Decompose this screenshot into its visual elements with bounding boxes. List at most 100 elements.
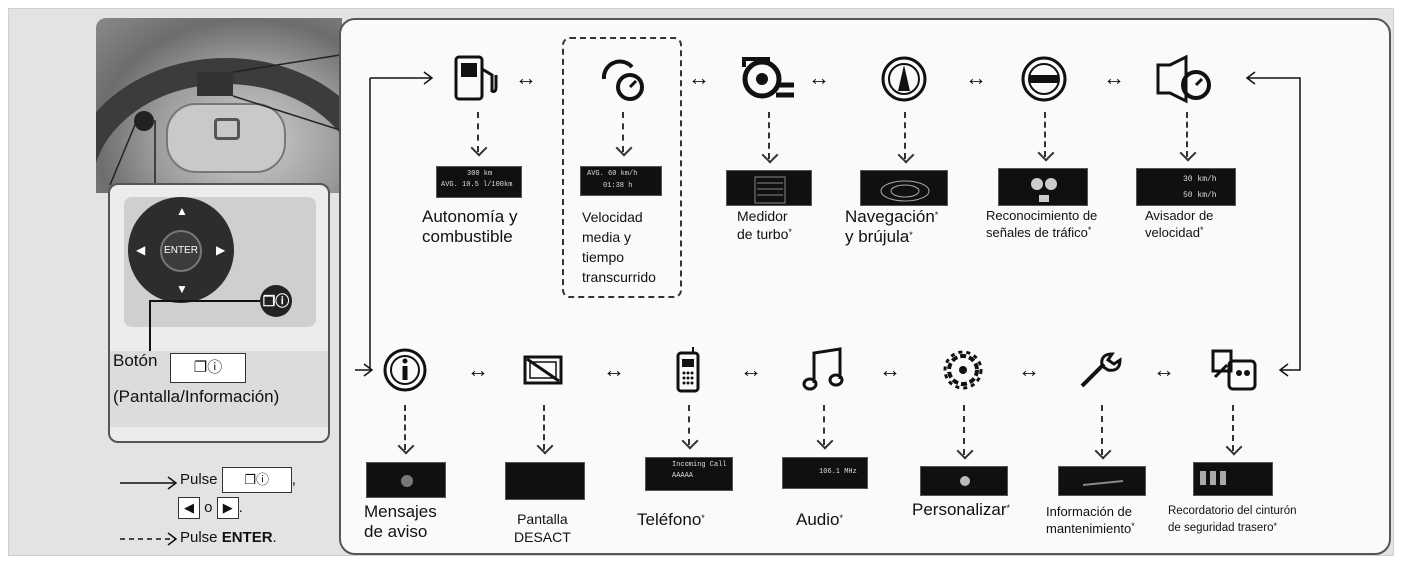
- bidirectional-arrow: ↔: [965, 65, 987, 90]
- display-info-button[interactable]: ❐ⓘ: [260, 285, 292, 317]
- enter-dashed-arrow: [477, 112, 479, 152]
- left-arrow-icon: ◀: [178, 497, 200, 519]
- wheel-button-highlight: [134, 111, 154, 131]
- asterisk: *: [1087, 225, 1092, 235]
- right-arrow-icon: ▶: [216, 497, 239, 519]
- label-rear-belt: Recordatorio del cinturón de seguridad t…: [1168, 503, 1297, 537]
- label-warnings: Mensajes de aviso: [364, 502, 437, 542]
- label-navigation: Navegación* y brújula*: [845, 207, 938, 247]
- legend-arrows-row: ◀ o ▶.: [178, 497, 243, 519]
- label-range-fuel: Autonomía y combustible: [422, 207, 517, 247]
- label-line: Audio: [796, 510, 840, 529]
- enter-button[interactable]: ENTER: [160, 230, 202, 272]
- asterisk: *: [788, 227, 792, 237]
- asterisk: *: [839, 513, 843, 523]
- enter-dashed-arrow: [768, 112, 770, 159]
- display-info-icon: ❐ⓘ: [170, 353, 246, 383]
- label-line: Autonomía y: [422, 207, 518, 226]
- label-speed-warning: Avisador de velocidad*: [1145, 207, 1213, 241]
- legend-enter-bold: ENTER: [221, 529, 273, 546]
- compass-display: [880, 180, 930, 202]
- label-line: de seguridad trasero: [1168, 522, 1274, 534]
- asterisk: *: [1273, 521, 1277, 531]
- screen-audio-frequency: 106.1 MHz: [819, 468, 857, 476]
- screen-phone: Incoming Call AAAAA: [645, 457, 733, 491]
- label-maintenance: Información de mantenimiento*: [1046, 503, 1135, 537]
- screen-speed-limit-1: 30 km/h: [1183, 175, 1217, 184]
- label-line: DESACT: [514, 529, 571, 545]
- button-caption: Botón ❐ⓘ (Pantalla/Información): [110, 351, 328, 427]
- label-line: Velocidad: [582, 209, 643, 225]
- bidirectional-arrow: ↔: [740, 357, 762, 382]
- label-line: Teléfono: [637, 510, 702, 529]
- label-line: Personalizar: [912, 500, 1007, 519]
- compass-icon: [881, 56, 927, 102]
- enter-dashed-arrow: [622, 112, 624, 152]
- enter-dashed-arrow: [1186, 112, 1188, 157]
- screen-audio: 106.1 MHz: [782, 457, 868, 489]
- label-traffic-signs: Reconocimiento de señales de tráfico*: [986, 207, 1097, 241]
- label-line: y brújula: [845, 227, 910, 246]
- label-line: Navegación: [845, 207, 935, 226]
- label-line: Recordatorio del cinturón: [1168, 505, 1297, 517]
- screen-avg-speed-value: AVG. 60 km/h: [587, 170, 638, 178]
- label-line: Pantalla: [517, 511, 568, 527]
- screen-maintenance: [1058, 466, 1146, 496]
- speed-timer-icon: [601, 59, 644, 101]
- screen-navigation: [860, 170, 948, 206]
- wrench-icon: [1080, 352, 1122, 388]
- enter-dashed-arrow: [543, 405, 545, 450]
- screen-warnings: [366, 462, 446, 498]
- enter-dashed-arrow: [1044, 112, 1046, 157]
- fuel-pump-icon: [454, 55, 498, 101]
- down-arrow-icon[interactable]: ▼: [176, 282, 188, 296]
- left-arrow-icon[interactable]: ◀: [136, 243, 146, 257]
- label-line: de aviso: [364, 522, 428, 541]
- label-line: velocidad: [1145, 225, 1200, 240]
- label-line: combustible: [422, 227, 513, 246]
- bidirectional-arrow: ↔: [515, 65, 537, 90]
- button-caption-label: Botón: [113, 351, 158, 370]
- speed-alert-icon: [1156, 54, 1211, 104]
- rear-seatbelt-icon: [1211, 349, 1257, 391]
- up-arrow-icon[interactable]: ▲: [176, 204, 188, 218]
- label-line: media y: [582, 229, 632, 245]
- screen-traffic-signs: [998, 168, 1088, 206]
- legend-or: o: [204, 498, 213, 516]
- asterisk: *: [1006, 503, 1011, 513]
- bidirectional-arrow: ↔: [688, 65, 710, 90]
- legend-press-row: Pulse ❐ⓘ,: [180, 467, 296, 493]
- enter-dashed-arrow: [688, 405, 690, 445]
- screen-speed-warning: 30 km/h 50 km/h: [1136, 168, 1236, 206]
- label-line: de turbo: [737, 226, 789, 242]
- label-line: señales de tráfico: [986, 225, 1088, 240]
- traffic-signs-display: [1031, 178, 1057, 202]
- label-line: Avisador de: [1145, 208, 1214, 223]
- screen-range-value: 300 km: [467, 170, 493, 178]
- steering-wheel-photo: [96, 18, 342, 193]
- label-line: transcurrido: [582, 269, 656, 285]
- asterisk: *: [1199, 225, 1204, 235]
- legend-press-label: Pulse: [180, 471, 218, 488]
- directional-pad[interactable]: ▲ ▼ ◀ ▶ ENTER: [128, 197, 234, 303]
- bidirectional-arrow: ↔: [467, 357, 489, 382]
- right-arrow-icon[interactable]: ▶: [216, 243, 226, 257]
- label-line: Medidor: [737, 208, 788, 224]
- phone-icon: [676, 347, 700, 393]
- gear-icon: [943, 350, 983, 390]
- info-circle-icon: [383, 348, 427, 392]
- label-audio: Audio*: [796, 510, 843, 530]
- screen-display-off: [505, 462, 585, 500]
- screen-elapsed-value: 01:38 h: [603, 182, 633, 190]
- screen-fuel-value: AVG. 10.5 l/100km: [441, 181, 513, 189]
- rear-belt-display: [1200, 471, 1226, 485]
- asterisk: *: [909, 230, 913, 240]
- label-line: tiempo: [582, 249, 625, 265]
- legend-arrows: [120, 476, 178, 546]
- enter-dashed-arrow: [404, 405, 406, 450]
- enter-dashed-arrow: [963, 405, 965, 455]
- label-line: Información de: [1046, 504, 1132, 519]
- screen-turbo: [726, 170, 812, 206]
- warning-display: [401, 475, 413, 487]
